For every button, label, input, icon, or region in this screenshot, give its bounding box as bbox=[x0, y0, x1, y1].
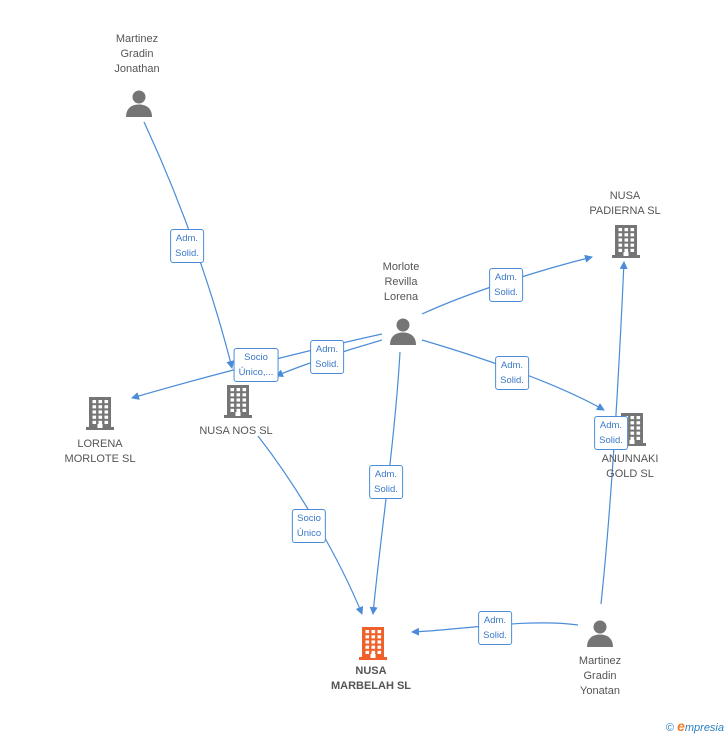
person-icon[interactable] bbox=[388, 316, 418, 351]
node-label-npad[interactable]: NUSA PADIERNA SL bbox=[589, 189, 660, 219]
node-label-lml[interactable]: LORENA MORLOTE SL bbox=[65, 437, 136, 467]
building-icon[interactable] bbox=[223, 384, 253, 423]
edge-label-mgy-nmar[interactable]: Adm. Solid. bbox=[478, 611, 512, 645]
node-label-line: NUSA bbox=[355, 665, 387, 677]
node-label-line: MARBELAH SL bbox=[330, 680, 412, 692]
copyright-icon: © bbox=[665, 722, 675, 734]
edge-label-mgy-npad[interactable]: Adm. Solid. bbox=[594, 416, 628, 450]
node-label-line: Martinez bbox=[578, 655, 622, 667]
node-label-anun[interactable]: ANUNNAKI GOLD SL bbox=[602, 452, 659, 482]
node-label-line: Yonatan bbox=[580, 685, 620, 697]
node-label-line: Martinez bbox=[115, 33, 159, 45]
brand-initial: e bbox=[677, 718, 685, 734]
edge-label-mrl-nnos[interactable]: Adm. Solid. bbox=[310, 340, 344, 374]
building-icon[interactable] bbox=[611, 224, 641, 263]
node-label-line: MORLOTE SL bbox=[64, 453, 136, 465]
edge-label-mgj-nnos[interactable]: Adm. Solid. bbox=[170, 229, 204, 263]
building-icon[interactable] bbox=[85, 396, 115, 435]
person-icon[interactable] bbox=[585, 618, 615, 653]
node-label-line: ANUNNAKI bbox=[601, 453, 659, 465]
node-label-line: LORENA bbox=[77, 438, 123, 450]
node-label-line: PADIERNA SL bbox=[589, 205, 661, 217]
edge-label-mrl-anun[interactable]: Adm. Solid. bbox=[495, 356, 529, 390]
node-label-line: Gradin bbox=[120, 48, 154, 60]
node-label-line: Morlote bbox=[382, 261, 420, 273]
edge-label-mrl-nmar[interactable]: Adm. Solid. bbox=[369, 465, 403, 499]
node-label-line: NUSA NOS SL bbox=[199, 425, 273, 437]
node-label-line: NUSA bbox=[609, 190, 641, 202]
node-label-line: Revilla bbox=[384, 276, 418, 288]
edge-label-mrl-lml[interactable]: Socio Único,... bbox=[233, 348, 279, 382]
node-label-nmar[interactable]: NUSA MARBELAH SL bbox=[331, 664, 411, 694]
building-icon[interactable] bbox=[358, 626, 388, 665]
brand-footer[interactable]: © empresia bbox=[666, 718, 724, 734]
edge-label-nnos-nmar[interactable]: Socio Único bbox=[291, 509, 327, 543]
edges-layer bbox=[131, 121, 628, 636]
edge-label-mrl-npad[interactable]: Adm. Solid. bbox=[489, 268, 523, 302]
node-label-line: Jonathan bbox=[114, 63, 160, 75]
node-label-line: Gradin bbox=[583, 670, 617, 682]
node-label-nnos[interactable]: NUSA NOS SL bbox=[199, 424, 272, 439]
node-label-line: Lorena bbox=[383, 291, 419, 303]
brand-name: mpresia bbox=[684, 722, 724, 734]
node-label-line: GOLD SL bbox=[606, 468, 654, 480]
person-icon[interactable] bbox=[124, 88, 154, 123]
